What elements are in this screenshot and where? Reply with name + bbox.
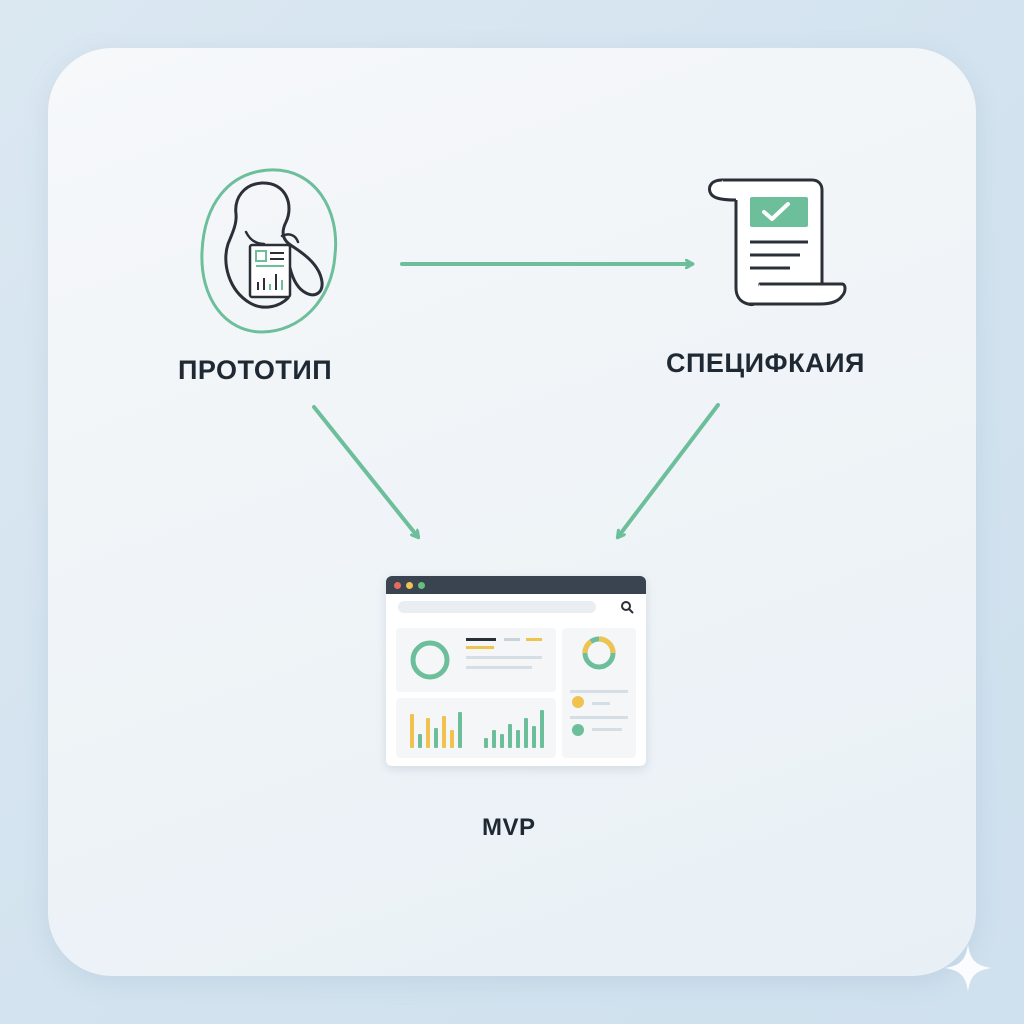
window-maximize-dot: [418, 581, 425, 589]
summary-panel: [396, 628, 556, 692]
window-minimize-dot: [406, 581, 413, 589]
node-label-prototype: ПРОТОТИП: [178, 355, 333, 385]
window-title-bar: [386, 576, 646, 594]
window-close-dot: [394, 581, 401, 589]
bar-chart-green-icon: [482, 708, 546, 748]
search-bar-placeholder: [398, 601, 596, 613]
donut-chart-icon: [410, 640, 450, 680]
dashboard-window-icon: [386, 576, 646, 766]
arrow-prototype-to-mvp: [312, 405, 418, 537]
sparkle-icon: [944, 944, 992, 992]
scroll-document-checkmark-icon: [708, 178, 847, 306]
arrow-specification-to-mvp: [618, 403, 720, 537]
stats-panel: [562, 628, 636, 758]
bar-chart-yellow-icon: [408, 708, 468, 748]
node-label-specification: СПЕЦИФКАИЯ: [666, 348, 865, 378]
fetus-with-document-icon: [200, 168, 338, 334]
node-label-mvp: MVP: [482, 814, 536, 841]
ring-chart-icon: [582, 636, 616, 670]
bar-chart-panel: [396, 698, 556, 758]
search-icon: [621, 601, 634, 614]
